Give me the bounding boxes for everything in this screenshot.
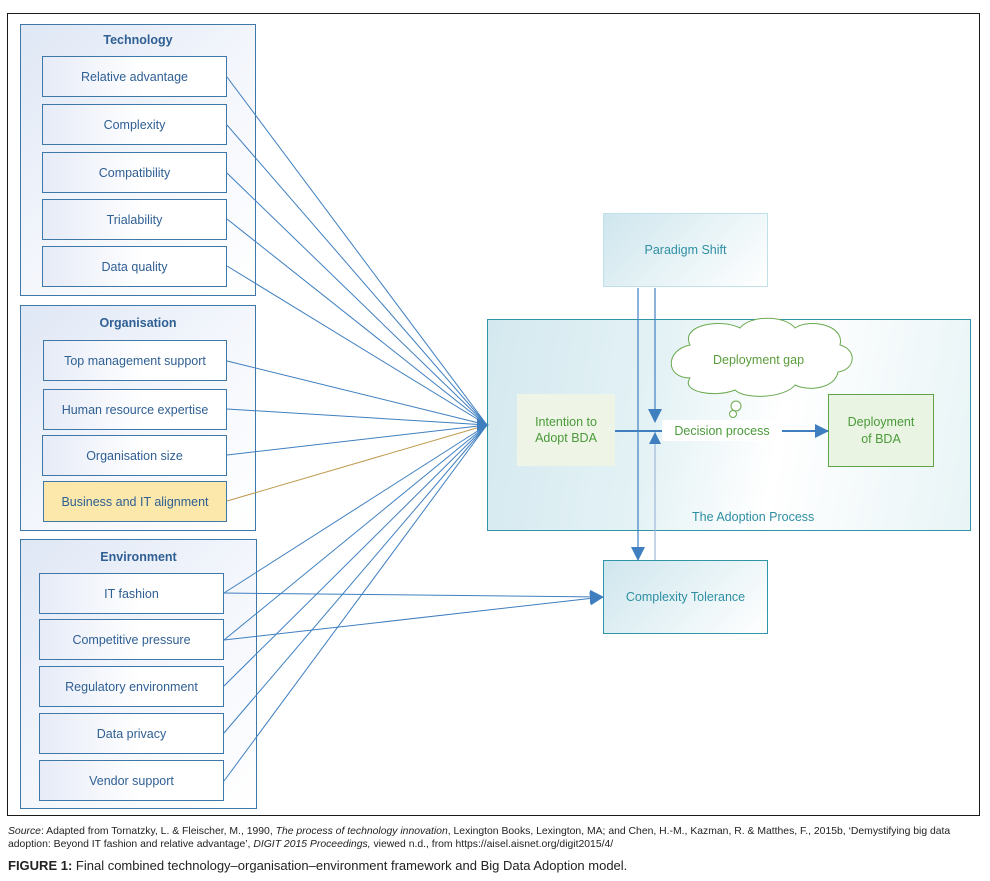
technology-title: Technology — [103, 33, 173, 47]
intention-line2: Adopt BDA — [535, 431, 597, 445]
link-trialability — [226, 218, 488, 426]
factor-human-resource-expertise: Human resource expertise — [43, 389, 227, 430]
environment-title: Environment — [100, 550, 177, 564]
factor-data-quality: Data quality — [42, 246, 227, 287]
decision-process-label: Decision process — [662, 420, 782, 441]
deployment-of-bda-box: Deployment of BDA — [828, 394, 934, 467]
tolerance-to-decision-arrowhead — [649, 432, 661, 444]
factor-it-fashion: IT fashion — [39, 573, 224, 614]
complexity-tolerance-box: Complexity Tolerance — [603, 560, 768, 634]
link-compatibility — [226, 172, 488, 426]
link-vendor-support — [223, 424, 488, 782]
factor-organisation-size: Organisation size — [42, 435, 227, 476]
link-complexity — [226, 124, 488, 426]
link-regulatory-environment — [223, 424, 488, 687]
convergence-arrowhead — [477, 418, 489, 432]
link-human-resource-expertise — [226, 408, 488, 426]
link-data-privacy — [223, 424, 488, 734]
deployment-gap-label: Deployment gap — [713, 353, 805, 367]
factor-top-management-support: Top management support — [43, 340, 227, 381]
figure-caption: FIGURE 1: Final combined technology–orga… — [8, 858, 627, 873]
figure-text: Final combined technology–organisation–e… — [72, 858, 628, 873]
paradigm-shift-box: Paradigm Shift — [603, 213, 768, 287]
factor-regulatory-environment: Regulatory environment — [39, 666, 224, 707]
source-part1: : Adapted from Tornatzky, L. & Fleischer… — [40, 826, 276, 837]
figure-label: FIGURE 1: — [8, 858, 73, 873]
link-relative-advantage — [226, 76, 488, 426]
figure-frame — [7, 13, 980, 816]
factor-relative-advantage: Relative advantage — [42, 56, 227, 97]
intention-line1: Intention to — [535, 414, 597, 429]
link-data-quality — [226, 265, 488, 426]
link-competitive-pressure — [223, 424, 488, 641]
source-part2: , Lexington Books, Lexington, MA; and Ch… — [8, 826, 951, 850]
intention-to-adopt-box: Intention to Adopt BDA — [517, 394, 615, 466]
source-caption: Source: Adapted from Tornatzky, L. & Fle… — [8, 825, 986, 851]
thought-bubble-large — [730, 400, 742, 412]
factor-compatibility: Compatibility — [42, 152, 227, 193]
deployment-gap-cloud — [670, 317, 853, 397]
adoption-process-label: The Adoption Process — [692, 510, 815, 524]
factor-trialability: Trialability — [42, 199, 227, 240]
deployment-line1: Deployment — [847, 415, 915, 430]
source-title2: DIGIT 2015 Proceedings, — [253, 839, 371, 850]
factor-competitive-pressure: Competitive pressure — [39, 619, 224, 660]
link-organisation-size — [226, 424, 488, 456]
source-part3: viewed n.d., from https://aisel.aisnet.o… — [370, 839, 614, 850]
link-competitive-pressure-tolerance — [223, 591, 604, 641]
factor-complexity: Complexity — [42, 104, 227, 145]
thought-bubble-small — [729, 410, 737, 418]
link-it-fashion-tolerance — [223, 589, 604, 604]
deployment-line2: of BDA — [861, 431, 901, 446]
factor-data-privacy: Data privacy — [39, 713, 224, 754]
link-top-management-support — [226, 360, 488, 426]
factor-business-it-alignment: Business and IT alignment — [43, 481, 227, 522]
link-business-it-alignment — [226, 424, 488, 502]
organisation-title: Organisation — [99, 316, 177, 330]
factor-vendor-support: Vendor support — [39, 760, 224, 801]
source-label: Source — [8, 826, 41, 837]
source-title1: The process of technology innovation — [275, 826, 448, 837]
link-it-fashion — [223, 424, 488, 594]
